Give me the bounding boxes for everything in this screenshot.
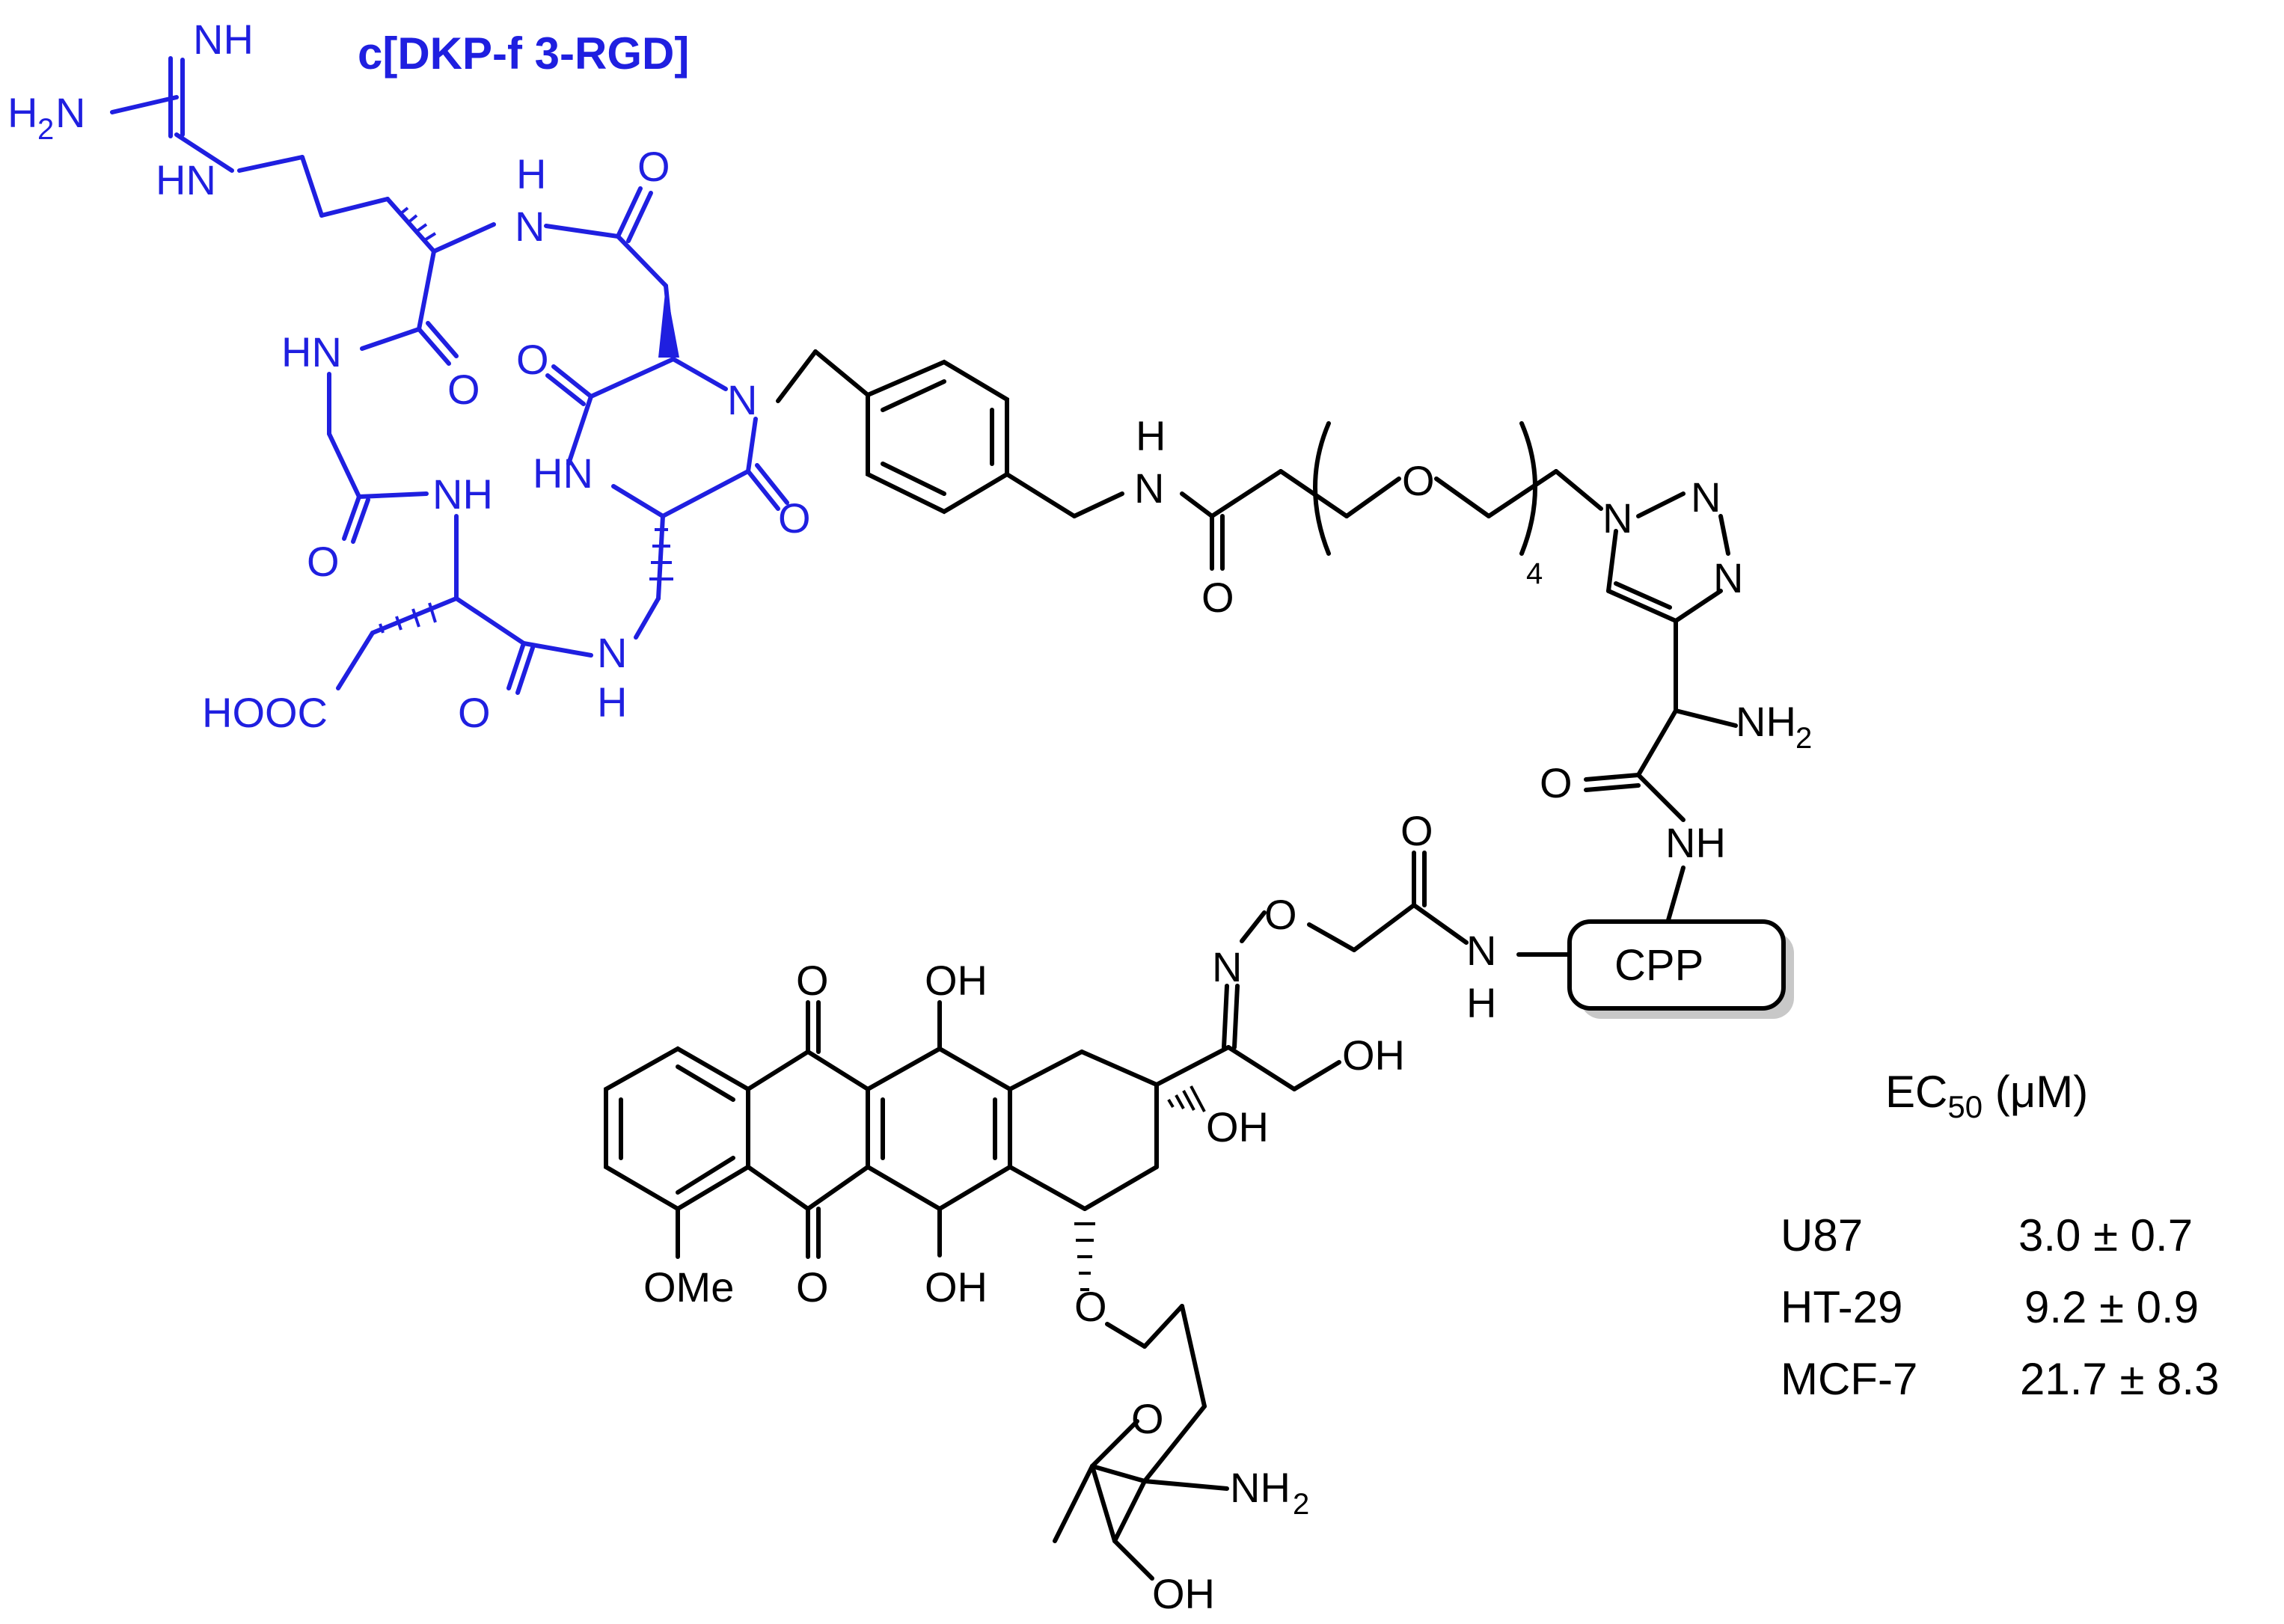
ec50-header-unit: (μM) <box>1983 1067 2088 1117</box>
n-bottom-label: N <box>597 629 627 676</box>
o-sugar-ring-label: O <box>1131 1395 1164 1442</box>
ec50-row-value: 9.2 ± 0.9 <box>2024 1282 2199 1332</box>
o-gly-label: O <box>447 366 480 413</box>
nh2-sugar-sub-label: 2 <box>1293 1488 1309 1521</box>
o-quinone-bottom-label: O <box>796 1263 829 1311</box>
rgd-hashed-wedges <box>379 206 673 634</box>
o-glycoside-label: O <box>1074 1283 1107 1330</box>
nh-cpp-h-label: H <box>1466 979 1496 1026</box>
ec50-row-cell: MCF-7 <box>1781 1354 1917 1404</box>
ec50-row-value: 21.7 ± 8.3 <box>2020 1354 2219 1404</box>
triazole-n2-label: N <box>1691 474 1721 521</box>
linker-o-carbonyl-label: O <box>1201 574 1234 621</box>
peg-o-label: O <box>1402 457 1435 504</box>
ec50-table: EC50 (μM) U87 3.0 ± 0.7 HT-29 9.2 ± 0.9 … <box>1781 1067 2219 1404</box>
nh2-alpha-label: NH <box>1736 698 1796 745</box>
n-dkp-label: N <box>727 376 757 423</box>
ome-label: OMe <box>643 1263 734 1311</box>
rgd-labels: c[DKP-f 3-RGD] NH H 2 N HN H N O HN O O … <box>7 16 811 736</box>
linker-n-label: N <box>1134 465 1164 512</box>
n-oxime-label: N <box>1212 943 1242 990</box>
hn-gly-label: HN <box>281 328 342 376</box>
nh-top-label: NH <box>193 16 254 63</box>
o-amide-label: O <box>1540 759 1573 806</box>
oh-ch2-label: OH <box>1342 1032 1405 1079</box>
triazole-n3-label: N <box>1713 554 1743 601</box>
nh-amide-top-h-label: H <box>516 150 546 197</box>
ec50-header-main: EC <box>1885 1067 1947 1117</box>
oh-sugar-label: OH <box>1152 1570 1215 1617</box>
ec50-row-cell: HT-29 <box>1781 1282 1902 1332</box>
ec50-row-cell: U87 <box>1781 1210 1863 1260</box>
title-label: c[DKP-f 3-RGD] <box>358 28 689 79</box>
hn-guan-label: HN <box>156 156 216 203</box>
nh-cpp-n-label: N <box>1466 927 1496 974</box>
o-asp-label: O <box>307 538 340 585</box>
oh-ring-top-label: OH <box>925 957 988 1004</box>
nh2-alpha-sub-label: 2 <box>1795 722 1812 755</box>
o-dkp-left-label: O <box>516 336 549 383</box>
o-glyco-carbonyl-label: O <box>1400 807 1433 854</box>
hooc-label: HOOC <box>202 689 328 736</box>
triazole-n1-label: N <box>1602 494 1632 542</box>
o-top-label: O <box>637 143 670 190</box>
oh-ring-bottom-label: OH <box>925 1263 988 1311</box>
cpp-label: CPP <box>1614 941 1703 990</box>
oh-c9-label: OH <box>1206 1103 1269 1150</box>
conjugate-bonds <box>604 349 1794 1581</box>
h2n-label-sub: 2 <box>37 113 54 146</box>
peg-repeat-label: 4 <box>1526 557 1543 590</box>
o-bottom-label: O <box>458 689 491 736</box>
ec50-header-sub: 50 <box>1947 1089 1983 1124</box>
hn-dkp-label: HN <box>533 450 593 497</box>
h2n-label-h: H <box>7 89 37 136</box>
nh-amide-top-n-label: N <box>515 203 545 250</box>
linker-h-label: H <box>1136 412 1166 459</box>
o-quinone-top-label: O <box>796 957 829 1004</box>
rgd-solid-wedge <box>658 286 679 358</box>
o-oxime-label: O <box>1264 891 1297 938</box>
h-bottom-label: H <box>597 678 627 726</box>
nh2-sugar-label: NH <box>1230 1464 1291 1511</box>
ec50-header: EC50 (μM) <box>1885 1067 2088 1124</box>
conjugate-labels: H N O O 4 N N N NH 2 O NH CPP O O N N H … <box>643 412 1812 1617</box>
h2n-label-n: N <box>55 89 85 136</box>
o-dkp-right-label: O <box>778 494 811 542</box>
nh-asp-label: NH <box>432 471 493 518</box>
nh-amide-label: NH <box>1665 819 1726 866</box>
ec50-row-value: 3.0 ± 0.7 <box>2018 1210 2193 1260</box>
conjugate-hashed-wedges <box>1074 1085 1206 1291</box>
